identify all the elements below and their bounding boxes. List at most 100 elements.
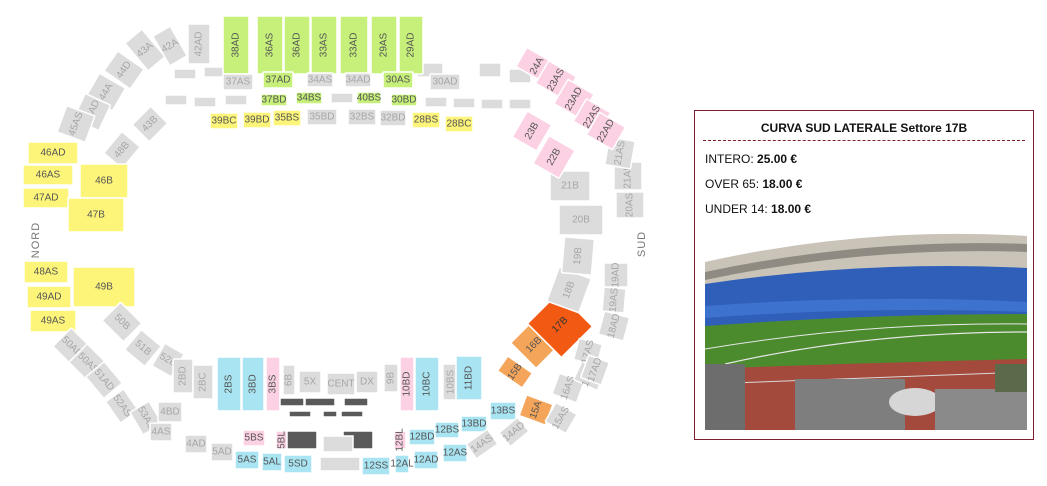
sector-2bd[interactable]: 2BD bbox=[172, 358, 194, 394]
tribune-block-3 bbox=[288, 410, 312, 418]
sector-33ad[interactable]: 33AD bbox=[339, 15, 369, 75]
filler-block-5 bbox=[164, 94, 188, 106]
sector-19ad[interactable]: 19AD bbox=[603, 262, 629, 288]
sector-15b[interactable]: 15B bbox=[497, 355, 533, 389]
sector-2bc[interactable]: 2BC bbox=[192, 364, 214, 400]
sector-12bl[interactable]: 12BL bbox=[393, 428, 407, 452]
price-row-over65: OVER 65: 18.00 € bbox=[695, 172, 1033, 197]
sector-10bc[interactable]: 10BC bbox=[414, 356, 440, 412]
sector-5x[interactable]: 5X bbox=[298, 370, 322, 394]
sector-5bl[interactable]: 5BL bbox=[275, 430, 289, 450]
sector-4bd[interactable]: 4BD bbox=[157, 401, 183, 423]
sector-13bs[interactable]: 13BS bbox=[489, 401, 517, 421]
sector-34ad[interactable]: 34AD bbox=[344, 72, 372, 88]
sector-37as[interactable]: 37AS bbox=[222, 73, 254, 91]
sector-4as[interactable]: 4AS bbox=[149, 422, 173, 442]
sector-34as[interactable]: 34AS bbox=[306, 72, 334, 88]
sector-view-photo bbox=[705, 214, 1027, 430]
tribune-block-2 bbox=[343, 397, 369, 407]
side-label-north: NORD bbox=[30, 222, 42, 258]
sector-42ad[interactable]: 42AD bbox=[187, 23, 211, 65]
sector-29as[interactable]: 29AS bbox=[370, 15, 398, 75]
sector-14ad[interactable]: 14AD bbox=[498, 417, 530, 447]
sector-28bc[interactable]: 28BC bbox=[444, 115, 474, 133]
sector-39bd[interactable]: 39BD bbox=[242, 111, 272, 129]
filler-block-12 bbox=[508, 98, 532, 110]
price-value: 18.00 € bbox=[771, 202, 812, 216]
sector-10bd[interactable]: 10BD bbox=[399, 356, 415, 412]
sector-20b[interactable]: 20B bbox=[558, 204, 604, 236]
filler-block-3 bbox=[478, 62, 502, 78]
filler-block-6 bbox=[193, 96, 217, 108]
tribune-block-4 bbox=[322, 410, 338, 418]
sector-30ad[interactable]: 30AD bbox=[429, 73, 461, 91]
sector-13bd[interactable]: 13BD bbox=[460, 415, 488, 433]
sector-36as[interactable]: 36AS bbox=[256, 15, 284, 75]
filler-block-8 bbox=[330, 92, 354, 104]
sector-37bd[interactable]: 37BD bbox=[260, 93, 288, 107]
sector-49ad[interactable]: 49AD bbox=[26, 285, 72, 309]
sector-28bs[interactable]: 28BS bbox=[411, 111, 441, 129]
sector-47b[interactable]: 47B bbox=[67, 197, 125, 233]
sector-32bs[interactable]: 32BS bbox=[347, 108, 377, 126]
sector-40bs[interactable]: 40BS bbox=[356, 91, 382, 105]
sector-47ad[interactable]: 47AD bbox=[22, 187, 70, 209]
sector-33as[interactable]: 33AS bbox=[310, 15, 338, 75]
sector-39bc[interactable]: 39BC bbox=[209, 112, 239, 130]
sector-12ss[interactable]: 12SS bbox=[361, 456, 391, 476]
tribune-block-5 bbox=[340, 410, 364, 418]
filler-block-7 bbox=[224, 94, 248, 106]
sector-48as[interactable]: 48AS bbox=[23, 260, 69, 284]
sector-46b[interactable]: 46B bbox=[79, 163, 129, 199]
sector-11bd[interactable]: 11BD bbox=[455, 355, 483, 401]
sector-12bd[interactable]: 12BD bbox=[408, 428, 436, 446]
filler-block-11 bbox=[480, 98, 504, 110]
sector-38ad[interactable]: 38AD bbox=[222, 15, 250, 75]
sector-9b[interactable]: 9B bbox=[383, 363, 399, 393]
sector-35bs[interactable]: 35BS bbox=[272, 109, 302, 127]
sector-5bs[interactable]: 5BS bbox=[242, 429, 266, 447]
price-row-under14: UNDER 14: 18.00 € bbox=[695, 197, 1033, 222]
central-block-0 bbox=[322, 435, 354, 453]
sector-5sd[interactable]: 5SD bbox=[283, 454, 313, 474]
sector-cent[interactable]: CENT bbox=[326, 372, 356, 396]
sector-12bs[interactable]: 12BS bbox=[434, 421, 460, 439]
sector-4ad[interactable]: 4AD bbox=[184, 434, 208, 454]
sector-3bs[interactable]: 3BS bbox=[265, 356, 281, 412]
sector-20as[interactable]: 20AS bbox=[615, 191, 645, 219]
sector-43b[interactable]: 43B bbox=[131, 105, 169, 143]
sector-30as[interactable]: 30AS bbox=[382, 71, 414, 89]
sector-info-panel: CURVA SUD LATERALE Settore 17B INTERO: 2… bbox=[694, 110, 1034, 440]
sector-2bs[interactable]: 2BS bbox=[216, 356, 242, 412]
sector-14as[interactable]: 14AS bbox=[465, 428, 499, 460]
sector-5as[interactable]: 5AS bbox=[234, 450, 260, 470]
sector-46as[interactable]: 46AS bbox=[22, 164, 74, 186]
sector-6b[interactable]: 6B bbox=[282, 364, 296, 396]
sector-35bd[interactable]: 35BD bbox=[306, 108, 338, 126]
sector-34bs[interactable]: 34BS bbox=[295, 91, 323, 105]
sector-5al[interactable]: 5AL bbox=[261, 452, 283, 472]
sector-46ad[interactable]: 46AD bbox=[27, 141, 79, 165]
sector-5ad[interactable]: 5AD bbox=[210, 442, 234, 462]
sector-32bd[interactable]: 32BD bbox=[379, 109, 407, 127]
sector-dx[interactable]: DX bbox=[355, 370, 379, 394]
sector-49as[interactable]: 49AS bbox=[29, 309, 77, 333]
sector-12al[interactable]: 12AL bbox=[390, 454, 414, 474]
sector-title: CURVA SUD LATERALE Settore 17B bbox=[703, 111, 1025, 141]
sector-36ad[interactable]: 36AD bbox=[283, 15, 311, 75]
sector-29ad[interactable]: 29AD bbox=[398, 15, 424, 75]
filler-block-0 bbox=[173, 68, 197, 80]
sector-30bd[interactable]: 30BD bbox=[390, 93, 418, 107]
sector-19b[interactable]: 19B bbox=[560, 236, 596, 276]
price-label: OVER 65: bbox=[705, 177, 760, 191]
sector-12ad[interactable]: 12AD bbox=[413, 450, 439, 470]
sector-48b[interactable]: 48B bbox=[103, 131, 141, 169]
sector-18ad[interactable]: 18AD bbox=[597, 310, 631, 342]
sector-37ad[interactable]: 37AD bbox=[262, 71, 294, 89]
sector-3bd[interactable]: 3BD bbox=[241, 356, 265, 412]
sector-49b[interactable]: 49B bbox=[72, 266, 136, 308]
sector-19as[interactable]: 19AS bbox=[601, 286, 627, 314]
sector-12as[interactable]: 12AS bbox=[442, 443, 468, 463]
